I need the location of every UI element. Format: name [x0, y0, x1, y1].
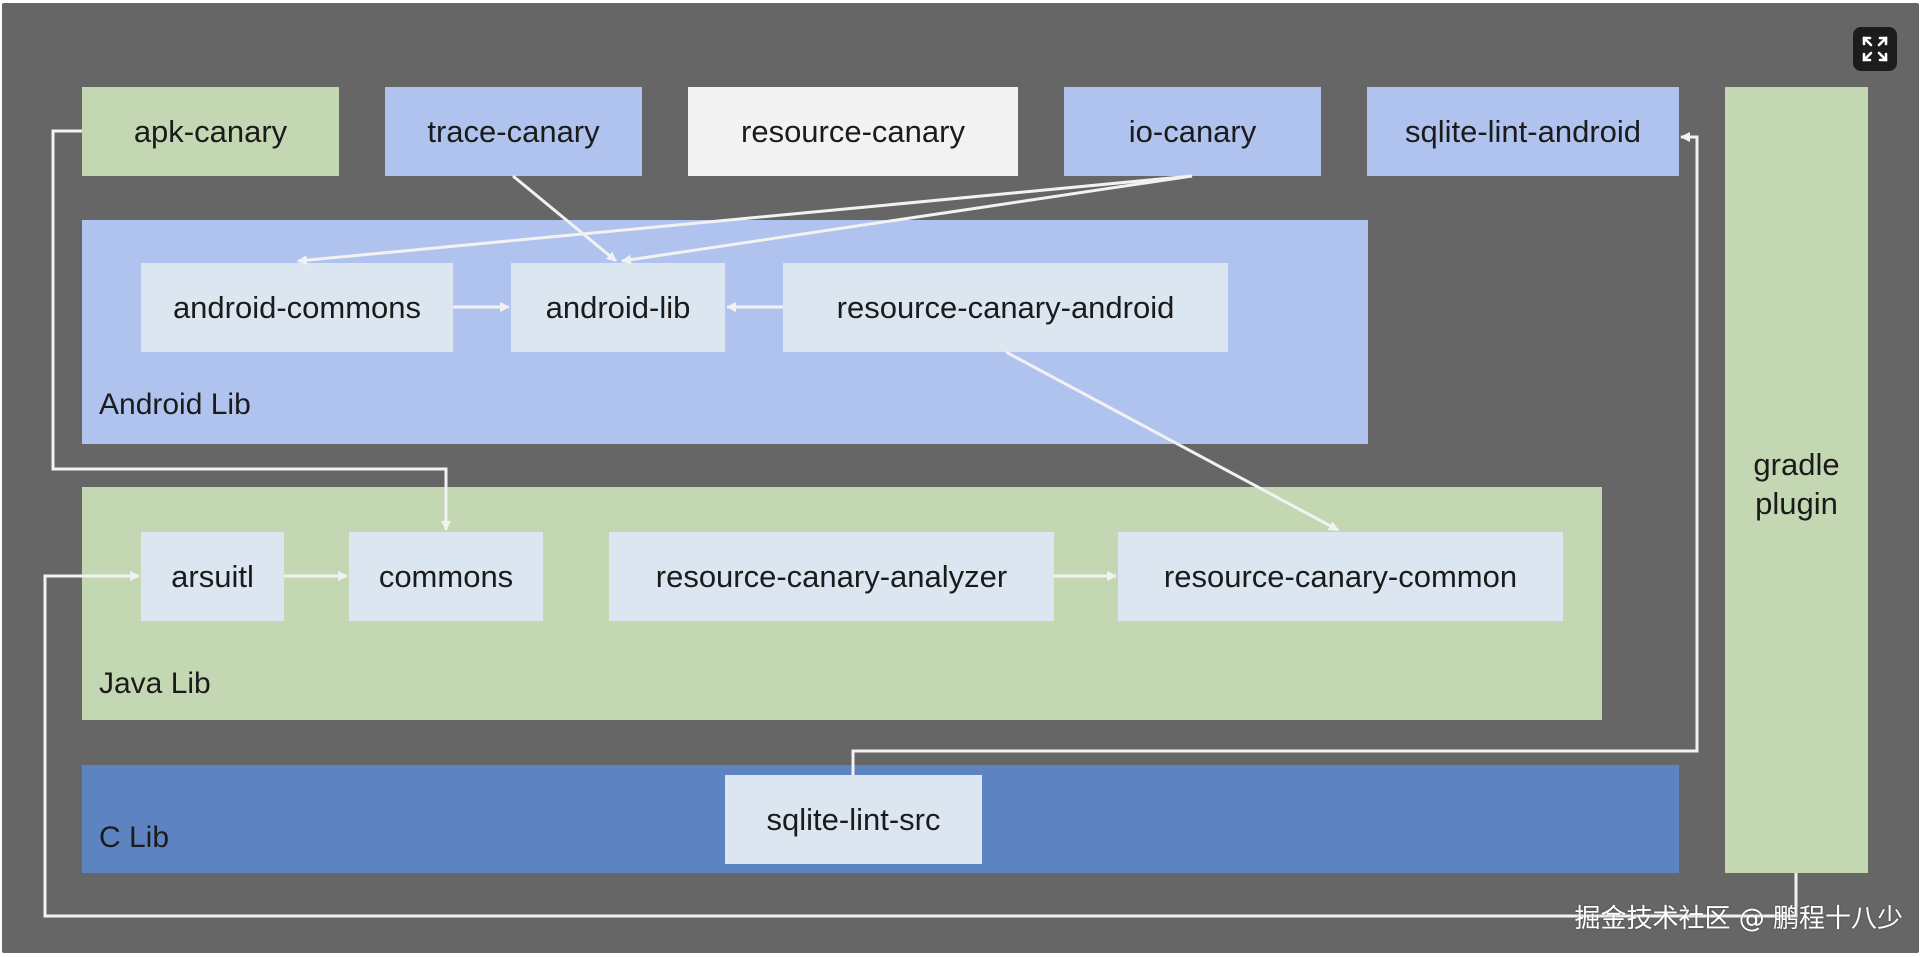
java-lib-group-label: Java Lib	[99, 667, 211, 700]
watermark-text: 掘金技术社区 @ 鹏程十八少	[1574, 904, 1903, 934]
resource-canary-common-node: resource-canary-common	[1118, 532, 1563, 621]
io-canary-node: io-canary	[1064, 87, 1321, 176]
android-lib-group-label: Android Lib	[99, 388, 251, 421]
android-lib-node: android-lib	[511, 263, 725, 352]
commons-node: commons	[349, 532, 543, 621]
sqlite-lint-android-node: sqlite-lint-android	[1367, 87, 1679, 176]
apk-canary-node: apk-canary	[82, 87, 339, 176]
sqlite-lint-src-node: sqlite-lint-src	[725, 775, 982, 864]
gradle-plugin-node: gradle plugin	[1725, 87, 1868, 873]
resource-canary-node: resource-canary	[688, 87, 1018, 176]
resource-canary-analyzer-node: resource-canary-analyzer	[609, 532, 1054, 621]
trace-canary-node: trace-canary	[385, 87, 642, 176]
fullscreen-button[interactable]	[1853, 27, 1897, 71]
expand-icon	[1862, 36, 1888, 62]
gradle-plugin-label-line2: plugin	[1755, 486, 1838, 521]
android-commons-node: android-commons	[141, 263, 453, 352]
c-lib-group-label: C Lib	[99, 821, 170, 854]
arsuitl-node: arsuitl	[141, 532, 284, 621]
gradle-plugin-label-line1: gradle	[1753, 447, 1840, 482]
resource-canary-android-node: resource-canary-android	[783, 263, 1228, 352]
